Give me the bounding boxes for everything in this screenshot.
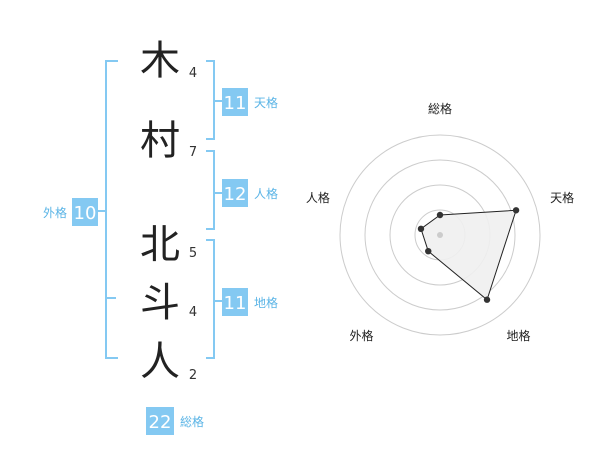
chikaku-bracket <box>206 239 215 359</box>
radar-ring <box>339 134 541 336</box>
name-char: 木 <box>140 38 180 84</box>
jinkaku-value: 12 <box>224 184 247 205</box>
chikaku-box <box>222 288 248 316</box>
soukaku-value: 22 <box>149 412 172 433</box>
radar-axis-label: 天格 <box>550 190 574 205</box>
chikaku-label: 地格 <box>254 295 278 310</box>
tenkaku-box <box>222 88 248 116</box>
radar-axis-label: 総格 <box>428 101 452 116</box>
gaikaku-box <box>72 198 98 226</box>
stroke-count: 2 <box>189 368 197 383</box>
tenkaku-value: 11 <box>224 93 247 114</box>
jinkaku-label: 人格 <box>254 186 278 201</box>
name-char: 斗 <box>140 280 180 326</box>
soukaku-box <box>146 407 174 435</box>
tenkaku-bracket <box>206 60 215 140</box>
name-char: 北 <box>140 222 180 268</box>
outer-bracket <box>105 60 118 359</box>
radar-point <box>436 211 444 219</box>
radar-point <box>512 207 520 214</box>
radar-point <box>417 225 425 233</box>
radar-axis-label: 地格 <box>507 328 531 343</box>
radar-axis-label: 人格 <box>306 190 330 205</box>
jinkaku-box <box>222 179 248 207</box>
tenkaku-label: 天格 <box>254 95 278 110</box>
name-char: 村 <box>140 118 180 164</box>
radar-axis-label: 外格 <box>349 328 373 343</box>
soukaku-label: 総格 <box>180 414 204 429</box>
radar-point <box>483 296 491 303</box>
name-char: 人 <box>140 339 180 385</box>
radar-polygon <box>420 209 517 301</box>
gaikaku-value: 10 <box>74 203 97 224</box>
stroke-count: 7 <box>189 145 197 160</box>
chikaku-value: 11 <box>224 293 247 314</box>
radar-center <box>437 232 443 238</box>
radar-point <box>425 247 432 255</box>
jinkaku-bracket <box>206 150 215 230</box>
radar-ring <box>364 159 516 311</box>
brackets <box>98 60 222 359</box>
gaikaku-label: 外格 <box>43 205 67 220</box>
stroke-count: 5 <box>189 246 197 261</box>
stroke-count: 4 <box>189 305 197 320</box>
fortune-boxes: 11 天格 12 人格 11 地格 10 外格 22 総格 <box>43 88 278 435</box>
stroke-count: 4 <box>189 66 197 81</box>
